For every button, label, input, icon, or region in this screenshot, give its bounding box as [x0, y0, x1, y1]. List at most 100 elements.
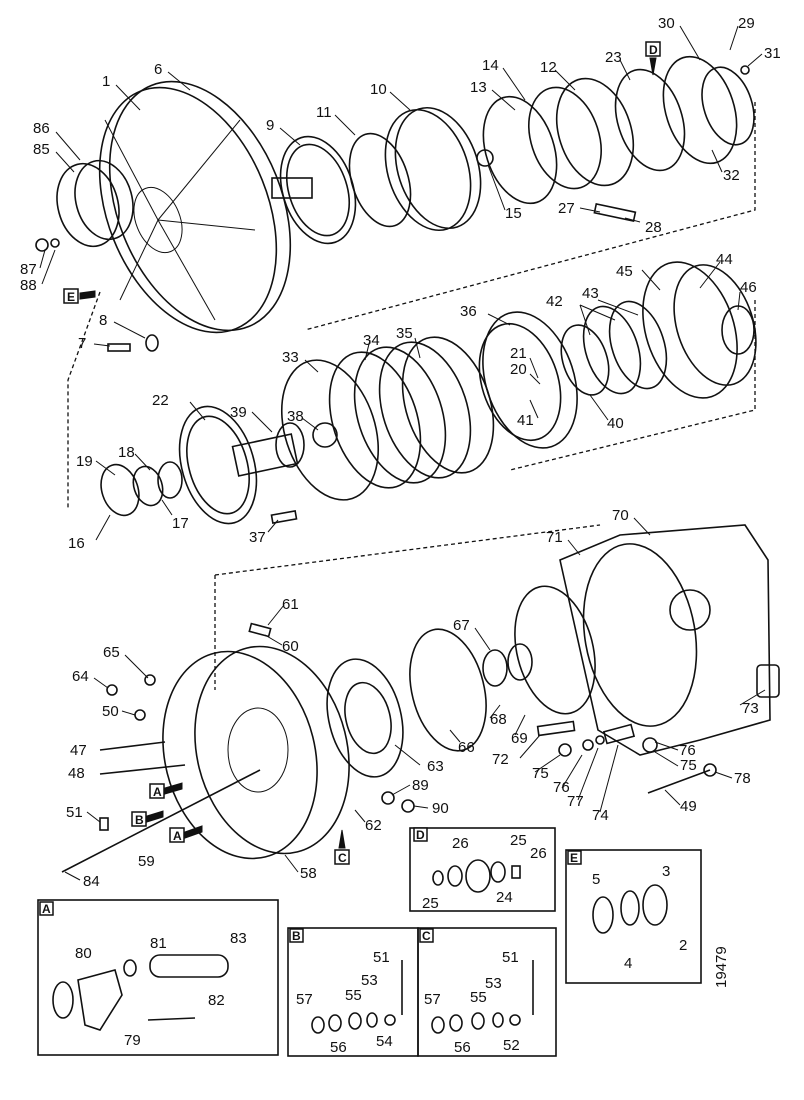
- callout-38: 38: [287, 408, 304, 425]
- svg-text:D: D: [416, 828, 425, 842]
- svg-text:A: A: [153, 785, 162, 799]
- callout-13: 13: [470, 79, 487, 96]
- callout-14: 14: [482, 57, 499, 74]
- callout-47: 47: [70, 742, 87, 759]
- callout-11: 11: [316, 104, 332, 121]
- callout-10: 10: [370, 81, 387, 98]
- callout-88: 88: [20, 277, 37, 294]
- callout-21: 21: [510, 345, 527, 362]
- callout-51: 51: [66, 804, 83, 821]
- callout-17: 17: [172, 515, 189, 532]
- callout-45: 45: [616, 263, 633, 280]
- callout-84: 84: [83, 873, 100, 890]
- inset-b: B 51 53 55 57 56 54: [287, 927, 419, 1057]
- callout-58: 58: [300, 865, 317, 882]
- callout-76-left: 76: [553, 779, 570, 796]
- inset-e-callout-4: 4: [624, 955, 632, 972]
- tag-c: C: [334, 829, 350, 865]
- callout-8: 8: [99, 312, 107, 329]
- callout-6: 6: [154, 61, 162, 78]
- callout-50: 50: [102, 703, 119, 720]
- inset-c-callout-51: 51: [502, 949, 519, 966]
- callout-86: 86: [33, 120, 50, 137]
- callout-37: 37: [249, 529, 266, 546]
- callout-59: 59: [138, 853, 155, 870]
- callout-36: 36: [460, 303, 477, 320]
- callout-18: 18: [118, 444, 135, 461]
- inset-c-callout-55: 55: [470, 989, 487, 1006]
- inset-d: D 26 25 26 25 24: [409, 827, 556, 912]
- callout-15: 15: [505, 205, 522, 222]
- callout-30: 30: [658, 15, 675, 32]
- inset-b-callout-51: 51: [373, 949, 390, 966]
- inset-b-callout-57: 57: [296, 991, 313, 1008]
- tag-b: B: [131, 810, 164, 827]
- inset-b-callout-56: 56: [330, 1039, 347, 1056]
- callout-87: 87: [20, 261, 37, 278]
- svg-text:B: B: [135, 813, 144, 827]
- callout-43: 43: [582, 285, 599, 302]
- svg-text:C: C: [422, 929, 431, 943]
- inset-c-callout-53: 53: [485, 975, 502, 992]
- svg-text:E: E: [570, 851, 578, 865]
- callout-70: 70: [612, 507, 629, 524]
- callouts: 1 6 86 85 87 88 8 7 9 11 10 14 13 12 15 …: [20, 15, 781, 890]
- callout-49: 49: [680, 798, 697, 815]
- callout-20: 20: [510, 361, 527, 378]
- detail-tags: E D A B A C: [63, 41, 661, 865]
- callout-63: 63: [427, 758, 444, 775]
- tag-d: D: [645, 41, 661, 76]
- inset-c-callout-52: 52: [503, 1037, 520, 1054]
- callout-19: 19: [76, 453, 93, 470]
- callout-62: 62: [365, 817, 382, 834]
- callout-77: 77: [567, 793, 584, 810]
- callout-40: 40: [607, 415, 624, 432]
- callout-65: 65: [103, 644, 120, 661]
- middle-assembly: [100, 261, 757, 690]
- callout-29: 29: [738, 15, 755, 32]
- callout-7: 7: [78, 335, 86, 352]
- figure-number: 19479: [713, 946, 730, 988]
- callout-89: 89: [412, 777, 429, 794]
- tag-e: E: [63, 288, 96, 304]
- callout-1: 1: [102, 73, 110, 90]
- inset-a-callout-82: 82: [208, 992, 225, 1009]
- svg-text:B: B: [292, 929, 301, 943]
- svg-text:C: C: [338, 851, 347, 865]
- callout-12: 12: [540, 59, 557, 76]
- inset-b-callout-55: 55: [345, 987, 362, 1004]
- svg-text:A: A: [173, 829, 182, 843]
- callout-69: 69: [511, 730, 528, 747]
- callout-31: 31: [764, 45, 781, 62]
- inset-b-callout-53: 53: [361, 972, 378, 989]
- callout-75-right: 75: [680, 757, 697, 774]
- callout-34: 34: [363, 332, 380, 349]
- callout-16: 16: [68, 535, 85, 552]
- inset-a-callout-80: 80: [75, 945, 92, 962]
- inset-e-callout-5: 5: [592, 871, 600, 888]
- callout-67: 67: [453, 617, 470, 634]
- callout-23: 23: [605, 49, 622, 66]
- callout-32: 32: [723, 167, 740, 184]
- inset-c-callout-56: 56: [454, 1039, 471, 1056]
- callout-72: 72: [492, 751, 509, 768]
- callout-44: 44: [716, 251, 733, 268]
- callout-68: 68: [490, 711, 507, 728]
- inset-d-callout-26-right: 26: [530, 845, 547, 862]
- inset-e: E 5 3 2 4: [565, 849, 702, 984]
- inset-d-callout-24: 24: [496, 889, 513, 906]
- callout-48: 48: [68, 765, 85, 782]
- top-assembly: [35, 55, 756, 510]
- inset-a: A 80 81 83 82 79: [37, 899, 279, 1056]
- inset-a-callout-79: 79: [124, 1032, 141, 1049]
- callout-76-right: 76: [679, 742, 696, 759]
- callout-28: 28: [645, 219, 662, 236]
- svg-text:A: A: [42, 902, 51, 916]
- bottom-assembly: [61, 524, 780, 873]
- callout-46: 46: [740, 279, 757, 296]
- callout-33: 33: [282, 349, 299, 366]
- svg-text:E: E: [67, 290, 75, 304]
- tag-a-upper: A: [149, 782, 183, 799]
- tag-a-lower: A: [169, 825, 203, 843]
- callout-78: 78: [734, 770, 751, 787]
